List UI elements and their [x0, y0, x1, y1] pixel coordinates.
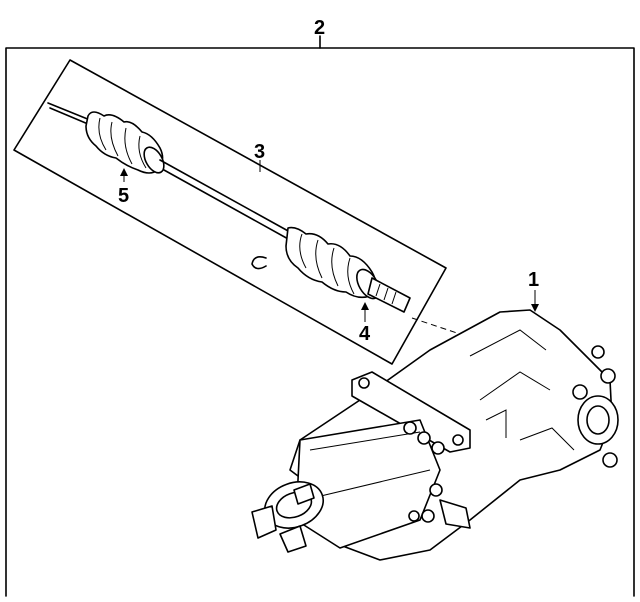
axle-shaft: [47, 102, 411, 313]
axle-shaft-box: [13, 59, 447, 365]
callout-5: 5: [118, 185, 129, 207]
assembly-frame: [5, 35, 635, 597]
callout-leaders: [120, 160, 539, 322]
retaining-clip: [251, 256, 267, 270]
leader-dashed: [411, 317, 461, 335]
callout-4: 4: [359, 323, 371, 345]
callout-2: 2: [314, 17, 325, 39]
cv-boot-outer: [85, 111, 165, 174]
cv-boot-inner: [285, 226, 411, 313]
callout-1: 1: [528, 269, 539, 291]
callout-3: 3: [254, 141, 265, 163]
differential-carrier: [251, 309, 619, 561]
